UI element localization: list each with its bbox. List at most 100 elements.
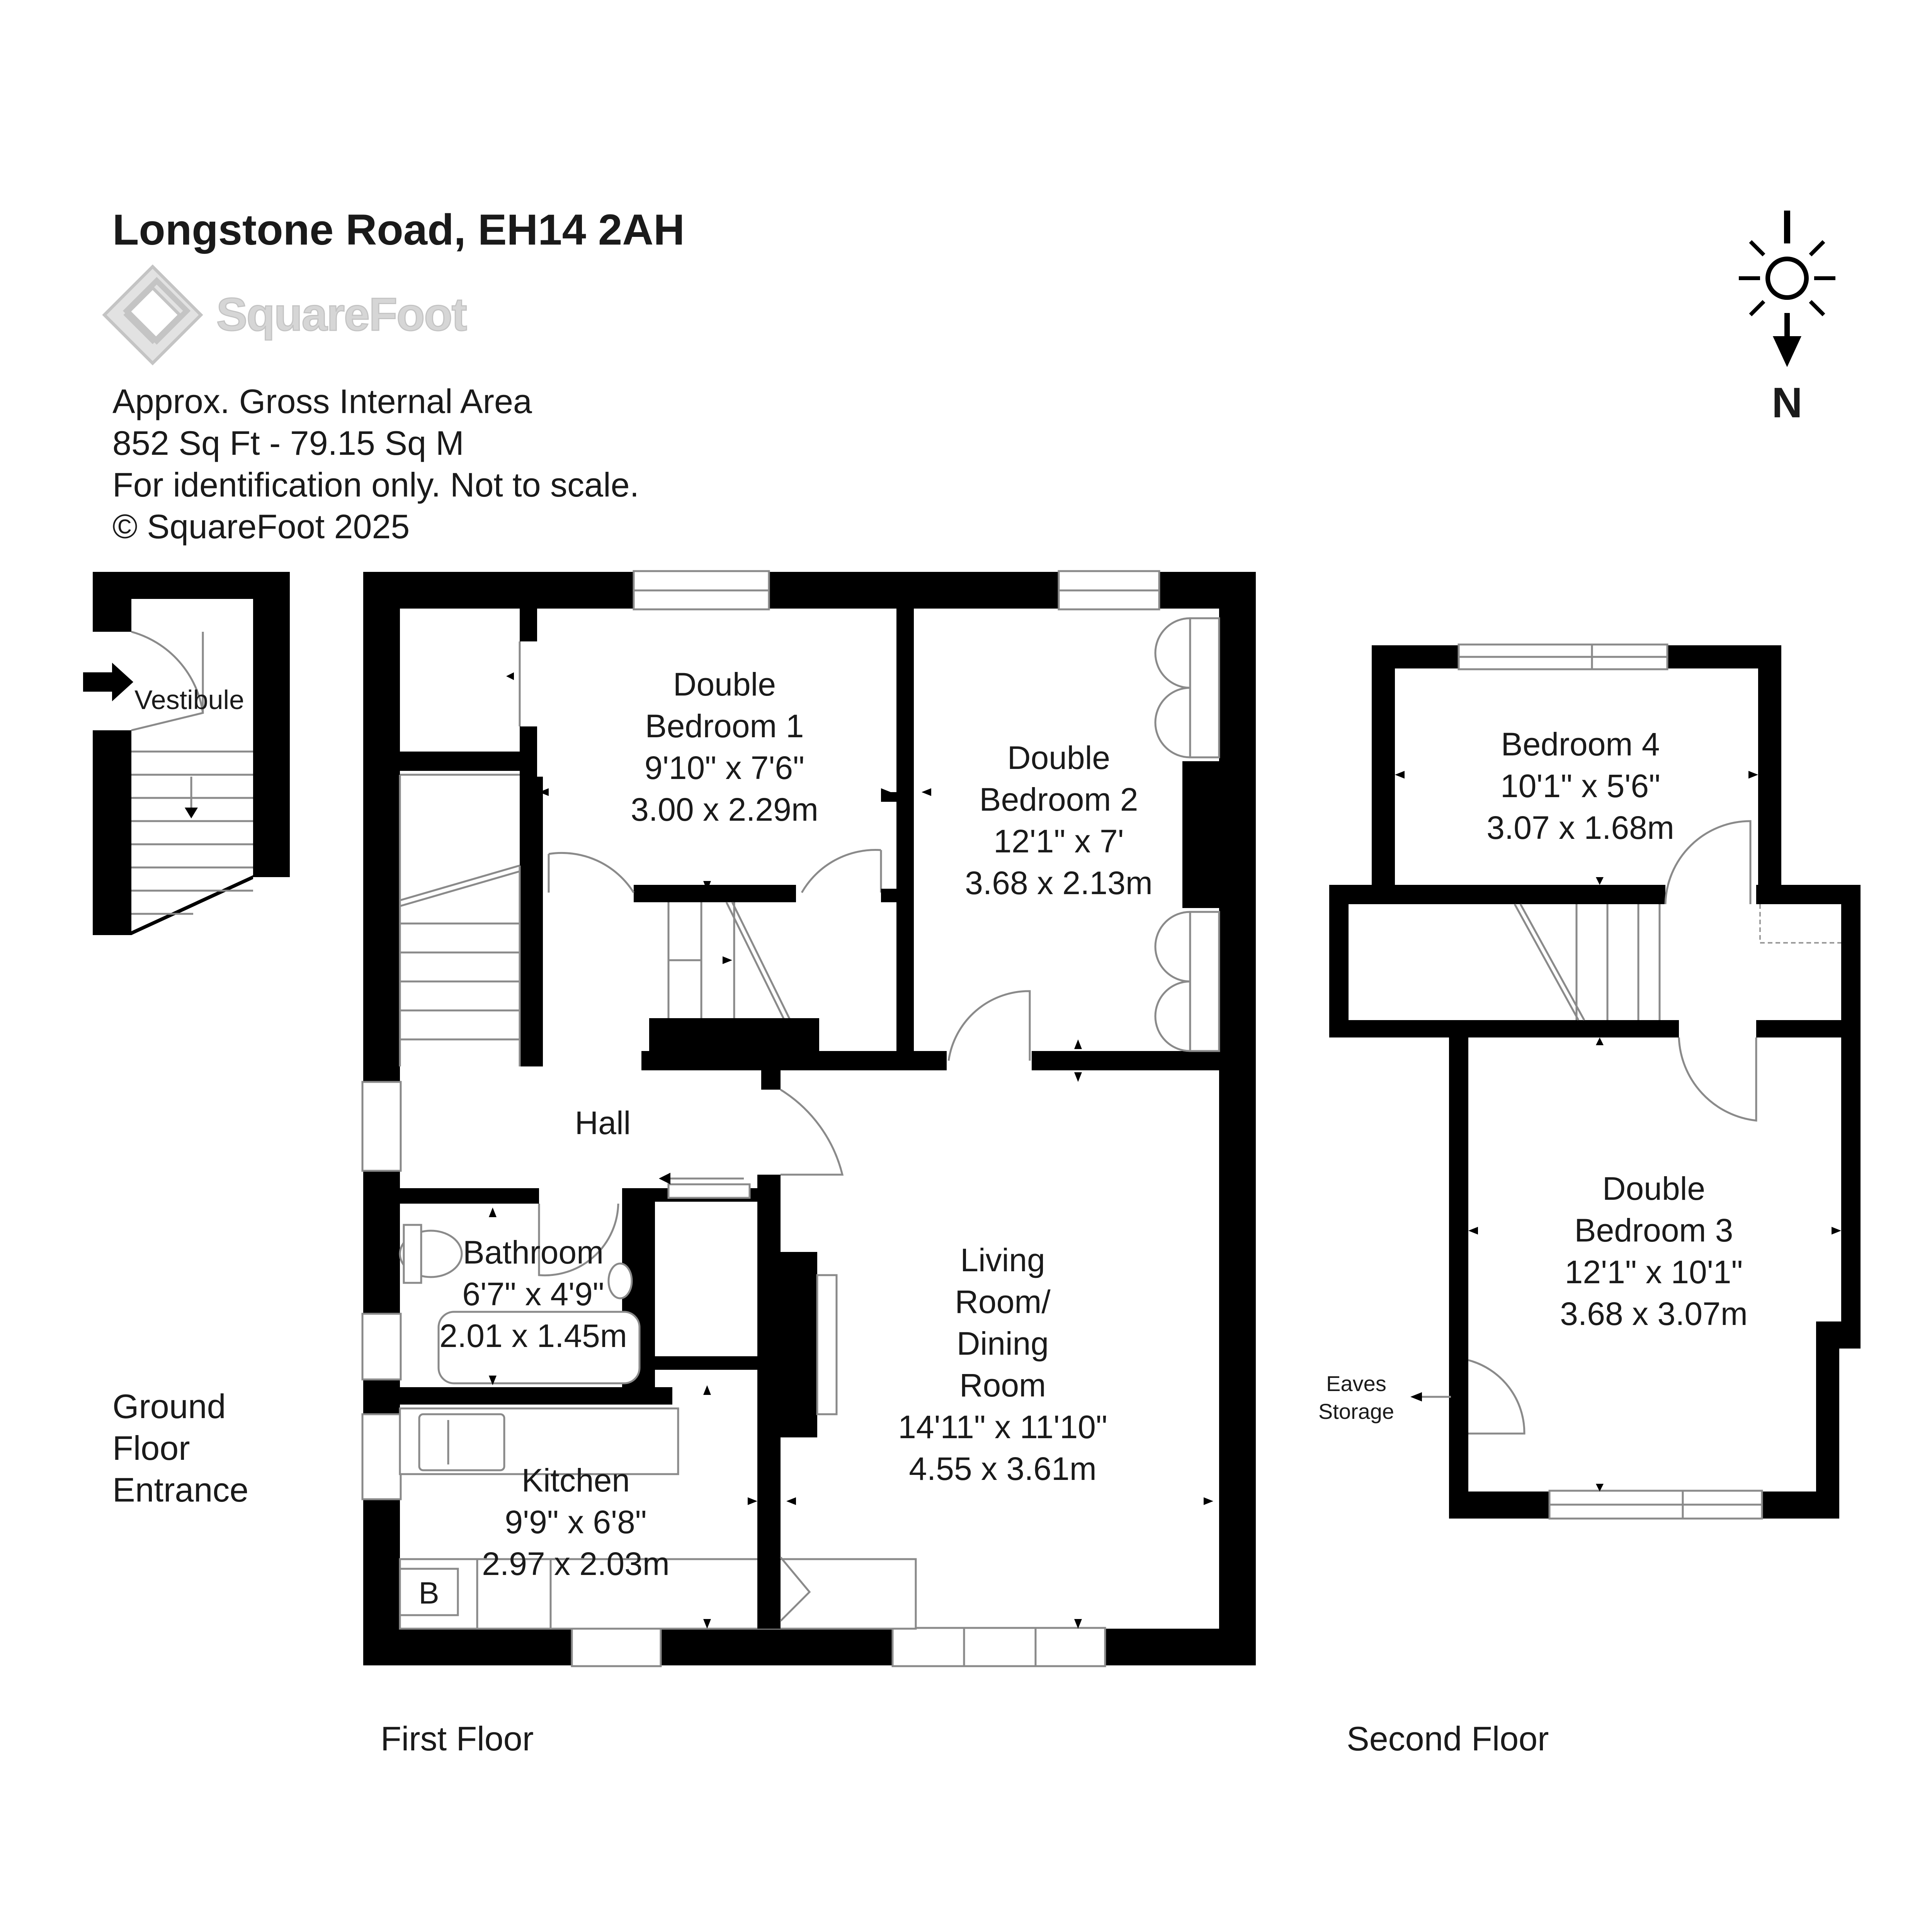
wall [1329, 885, 1665, 904]
wall [1372, 645, 1395, 893]
first-floor-label: First Floor [381, 1719, 534, 1758]
door [1678, 1037, 1757, 1122]
door [548, 852, 635, 893]
wall [1758, 645, 1781, 893]
copyright: © SquareFoot 2025 [112, 507, 410, 546]
room-name-living: Dining [957, 1325, 1049, 1362]
room-dims-living-imperial: 14'11" x 11'10" [898, 1409, 1107, 1445]
compass-north-label: N [1772, 379, 1802, 427]
brand-name: SquareFoot [216, 288, 468, 341]
room-name-bathroom: Bathroom [463, 1234, 604, 1270]
room-name-bed4: Bedroom 4 [1501, 726, 1660, 762]
room-label-vestibule: Vestibule [134, 685, 244, 715]
dimension-arrows [1395, 771, 1841, 1492]
wall [1449, 1020, 1468, 1519]
wall [363, 1629, 1256, 1665]
wall [400, 1188, 539, 1204]
wall [533, 777, 543, 1066]
wall [1756, 1020, 1861, 1037]
room-name-hall: Hall [575, 1105, 631, 1141]
room-name-bed1: Bedroom 1 [645, 708, 804, 744]
room-name-living: Room/ [955, 1284, 1051, 1320]
boiler [399, 1568, 459, 1616]
page-title: Longstone Road, EH14 2AH [112, 206, 685, 254]
sun-compass-icon [1739, 211, 1835, 367]
room-name-bed2: Bedroom 2 [980, 781, 1138, 818]
ground-floor-label-line: Entrance [112, 1471, 248, 1509]
stairs [131, 750, 253, 915]
second-floor-plan [1329, 643, 1861, 1520]
window [361, 1313, 402, 1381]
squarefoot-logo-icon [102, 264, 203, 366]
room-name-bed3: Double [1602, 1170, 1705, 1207]
wardrobe [1189, 617, 1220, 759]
fireplace [777, 1252, 817, 1437]
wall [1219, 572, 1256, 1665]
entrance-arrow-icon [83, 663, 133, 701]
room-dims-bed2-metric: 3.68 x 2.13m [965, 865, 1153, 901]
wall [641, 1188, 655, 1405]
room-dims-bed3-metric: 3.68 x 3.07m [1560, 1296, 1748, 1332]
window [361, 1413, 402, 1500]
door [538, 1203, 619, 1277]
dimension-arrows [489, 788, 1213, 1629]
wall [634, 885, 796, 902]
wall [1329, 885, 1349, 1037]
door [947, 990, 1031, 1061]
room-dims-bed4-imperial: 10'1" x 5'6" [1500, 768, 1660, 804]
wall [1841, 885, 1861, 1349]
wall [1032, 1051, 1235, 1070]
window [361, 1081, 402, 1172]
room-name-bed1: Double [673, 666, 776, 702]
wall [520, 609, 537, 641]
door [1468, 1359, 1526, 1435]
room-dims-bathroom-imperial: 6'7" x 4'9" [462, 1276, 604, 1312]
room-dims-living-metric: 4.55 x 3.61m [909, 1451, 1097, 1487]
door [780, 1088, 844, 1176]
ground-floor-label-line: Floor [112, 1429, 190, 1467]
room-dims-bathroom-metric: 2.01 x 1.45m [439, 1318, 627, 1354]
room-dims-kitchen-metric: 2.97 x 2.03m [482, 1546, 670, 1582]
room-name-kitchen: Kitchen [522, 1462, 630, 1498]
wall [93, 572, 131, 632]
window [571, 1627, 662, 1667]
window [891, 1627, 1106, 1667]
worktop [399, 1558, 917, 1630]
wardrobe [1189, 911, 1220, 1052]
second-floor-label: Second Floor [1347, 1719, 1549, 1758]
wall [363, 1387, 672, 1405]
ground-floor-label-line: Ground [112, 1387, 226, 1425]
toilet-cistern [403, 1224, 422, 1284]
room-name-living: Room [959, 1367, 1046, 1403]
room-name-eaves: Eaves [1326, 1371, 1386, 1396]
wall [93, 730, 131, 935]
stairs [399, 774, 521, 1066]
stairs [667, 901, 791, 1021]
area-value: 852 Sq Ft - 79.15 Sq M [112, 424, 464, 462]
wall [400, 752, 522, 771]
basin [607, 1262, 633, 1299]
wall [1329, 1020, 1679, 1037]
door [131, 631, 204, 731]
wall [1182, 761, 1221, 908]
room-dims-bed2-imperial: 12'1" x 7' [993, 823, 1124, 859]
cupboard [667, 1183, 751, 1199]
wall [253, 572, 290, 877]
ground-floor-plan [83, 572, 290, 935]
door [801, 849, 881, 893]
area-label: Approx. Gross Internal Area [112, 382, 532, 420]
hearth [816, 1274, 838, 1415]
disclaimer: For identification only. Not to scale. [112, 466, 639, 504]
door [780, 1556, 811, 1622]
wall [1816, 1321, 1839, 1519]
boiler-label: B [418, 1576, 439, 1610]
wardrobe-doors [1154, 617, 1190, 759]
wall [641, 1051, 947, 1070]
room-dims-bed4-metric: 3.07 x 1.68m [1486, 810, 1674, 846]
sink [418, 1413, 505, 1471]
room-dims-bed1-metric: 3.00 x 2.29m [631, 791, 818, 828]
room-name-living: Living [960, 1242, 1045, 1278]
room-name-eaves: Storage [1318, 1399, 1394, 1423]
room-dims-bed1-imperial: 9'10" x 7'6" [645, 750, 804, 786]
